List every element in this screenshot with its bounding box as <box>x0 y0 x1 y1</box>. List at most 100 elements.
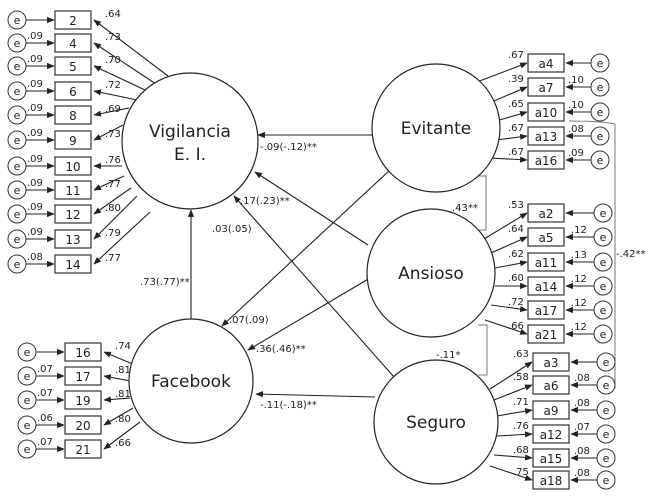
error-label: e <box>14 37 21 50</box>
loading-value: .67 <box>508 147 524 158</box>
loading-value: .58 <box>513 372 529 383</box>
loading-value: .77 <box>105 253 121 264</box>
observed-label: 10 <box>65 160 80 174</box>
error-circle <box>596 400 616 420</box>
loading-value: .39 <box>508 74 524 85</box>
error-variance: .13 <box>571 250 587 261</box>
latent-vigilancia-label-line1: Vigilancia <box>149 122 231 142</box>
loading-value: .68 <box>513 445 529 456</box>
observed-label: a6 <box>544 379 559 393</box>
observed-box <box>527 150 565 170</box>
observed-box <box>54 156 92 176</box>
error-variance: .12 <box>571 298 587 309</box>
error-label: e <box>603 474 610 487</box>
error-circle <box>593 227 613 247</box>
loading-value: .67 <box>508 50 524 61</box>
path-ansioso-vigilancia <box>254 171 369 246</box>
seguro-item-a3: .63 a3 e <box>489 349 616 390</box>
error-circle <box>590 126 610 146</box>
observed-box <box>54 180 92 200</box>
loading-value: .80 <box>105 203 121 214</box>
loading-value: .80 <box>115 414 131 425</box>
error-label: e <box>603 356 610 369</box>
loading-arrow <box>93 175 125 191</box>
path-seguro-facebook-label: -.11(-.18)** <box>260 400 317 411</box>
loading-value: .60 <box>508 273 524 284</box>
loading-value: .73 <box>105 32 121 43</box>
vigilancia-item-9: e.099.73 <box>7 124 124 150</box>
loading-arrow <box>493 454 533 461</box>
error-variance: .08 <box>27 252 43 263</box>
observed-label: 13 <box>65 233 80 247</box>
vigilancia-item-4: e .09 4 .73 <box>7 31 157 85</box>
error-label: e <box>603 452 610 465</box>
observed-box <box>54 33 92 53</box>
observed-label: a15 <box>540 452 563 466</box>
loading-value: .76 <box>513 421 529 432</box>
corr-ansioso-seguro <box>478 324 488 376</box>
observed-box <box>532 470 570 490</box>
latent-seguro-label: Seguro <box>406 413 466 433</box>
error-variance: .07 <box>37 388 53 399</box>
observed-label: a13 <box>535 130 558 144</box>
observed-label: 6 <box>69 85 77 99</box>
latent-vigilancia-label-line2: E. I. <box>174 145 206 165</box>
loading-arrow <box>483 212 528 240</box>
error-label: e <box>600 304 607 317</box>
observed-label: 4 <box>69 37 77 51</box>
observed-label: a3 <box>544 356 559 370</box>
error-circle <box>590 53 610 73</box>
observed-label: 17 <box>75 370 90 384</box>
error-variance: .09 <box>27 79 43 90</box>
loading-value: .70 <box>105 55 121 66</box>
loading-arrow <box>494 260 528 269</box>
observed-box <box>64 342 102 362</box>
loading-arrow <box>490 304 528 313</box>
error-variance: .09 <box>568 148 584 159</box>
observed-box <box>64 390 102 410</box>
observed-label: 9 <box>69 134 77 148</box>
observed-box <box>64 439 102 459</box>
observed-label: a4 <box>539 57 554 71</box>
error-circle <box>596 375 616 395</box>
error-label: e <box>597 57 604 70</box>
observed-label: a14 <box>535 280 558 294</box>
loading-value: .81 <box>115 389 131 400</box>
loading-value: .64 <box>105 9 121 20</box>
loading-value: .71 <box>513 397 529 408</box>
corr-evitante-ansioso <box>478 175 487 231</box>
observed-label: 21 <box>75 443 90 457</box>
observed-label: 14 <box>65 258 80 272</box>
path-ansioso-facebook-label: .36(.46)** <box>256 344 306 355</box>
loading-arrow <box>476 62 528 83</box>
observed-label: a2 <box>539 207 554 221</box>
loading-arrow <box>493 384 533 401</box>
observed-box <box>527 300 565 320</box>
error-circle <box>593 203 613 223</box>
loading-value: .75 <box>513 467 529 478</box>
observed-box <box>527 53 565 73</box>
loading-value: .73 <box>105 129 121 140</box>
error-label: e <box>24 394 31 407</box>
corr-evitante-ansioso-label: .43** <box>452 203 478 214</box>
error-variance: .09 <box>27 31 43 42</box>
loading-value: .63 <box>513 349 529 360</box>
observed-label: a7 <box>539 81 554 95</box>
loading-arrow <box>93 89 138 101</box>
error-label: e <box>597 154 604 167</box>
path-facebook-vigilancia-label: .73(.77)** <box>140 277 190 288</box>
